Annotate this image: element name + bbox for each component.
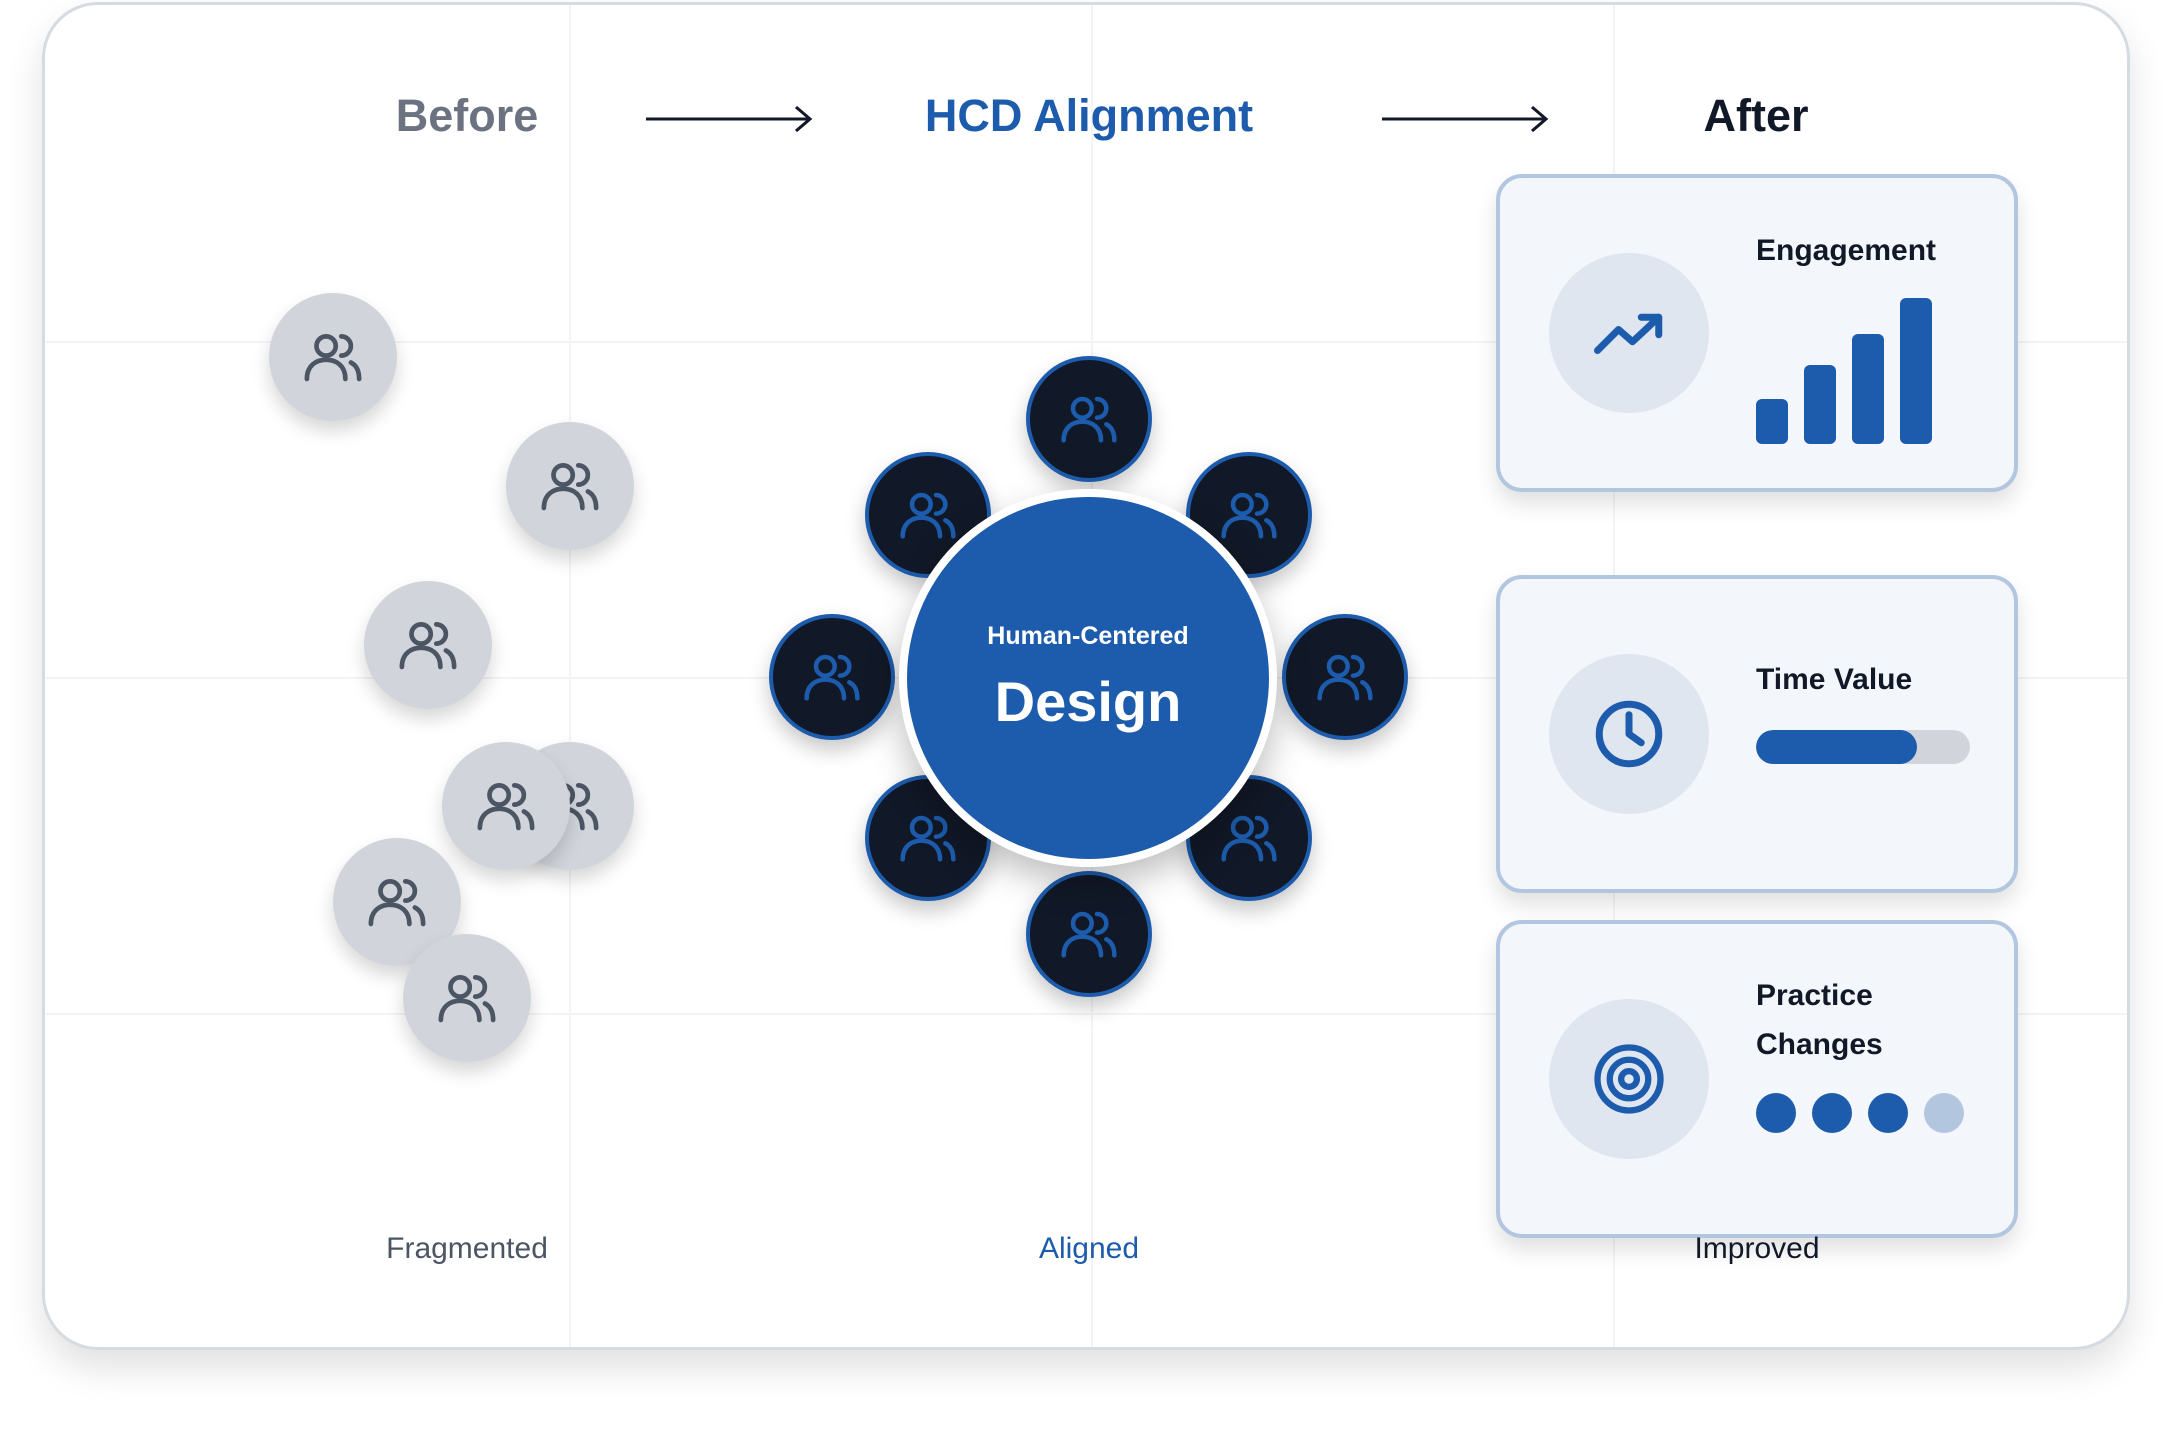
metric-label: Time Value [1756, 663, 1913, 696]
dot-filled [1756, 1093, 1796, 1133]
users-icon [1221, 492, 1277, 539]
person-circle [364, 581, 492, 709]
person-circle [403, 934, 531, 1062]
before-caption: Fragmented [386, 1232, 548, 1265]
users-icon [804, 654, 860, 701]
metric-label: Practice Changes [1756, 979, 1883, 1061]
dot-filled [1868, 1093, 1908, 1133]
person-circle [442, 742, 570, 870]
engagement-bar [1900, 298, 1932, 444]
hcd-hub: Human-Centered Design [899, 489, 1277, 867]
engagement-bar [1852, 334, 1884, 444]
trending-up-icon [1549, 253, 1709, 413]
arrow-right-icon [1382, 105, 1549, 133]
users-icon [1317, 654, 1373, 701]
grid-line [45, 1013, 2127, 1015]
users-icon [1221, 815, 1277, 862]
users-icon [368, 879, 426, 927]
arrow-right-icon [646, 105, 813, 133]
member-circle [1026, 356, 1152, 482]
users-icon [438, 975, 496, 1023]
users-icon [1061, 911, 1117, 958]
engagement-bars [1756, 298, 1936, 444]
target-icon [1549, 999, 1709, 1159]
metric-card-practice-changes: Practice Changes [1496, 920, 2018, 1238]
metric-label: Engagement [1756, 234, 1937, 267]
metric-card-engagement: Engagement [1496, 174, 2018, 492]
dot-empty [1924, 1093, 1964, 1133]
progress-fill [1756, 730, 1917, 764]
after-caption: Improved [1694, 1232, 1820, 1265]
person-circle [506, 422, 634, 550]
alignment-heading: HCD Alignment [924, 90, 1254, 141]
hub-subtitle: Human-Centered [987, 622, 1189, 650]
dot-filled [1812, 1093, 1852, 1133]
grid-line [569, 5, 571, 1347]
member-circle [769, 614, 895, 740]
grid-line [45, 341, 2127, 343]
practice-dots [1756, 1093, 1980, 1133]
hub-title: Design [994, 670, 1182, 733]
after-heading: After [1703, 90, 1809, 141]
time-value-progress [1756, 730, 1970, 764]
engagement-bar [1756, 399, 1788, 444]
users-icon [900, 492, 956, 539]
users-icon [304, 334, 362, 382]
users-icon [399, 622, 457, 670]
clock-icon [1549, 654, 1709, 814]
users-icon [900, 815, 956, 862]
member-circle [1282, 614, 1408, 740]
metric-card-time-value: Time Value [1496, 575, 2018, 893]
engagement-bar [1804, 365, 1836, 444]
member-circle [1026, 871, 1152, 997]
alignment-caption: Aligned [1038, 1232, 1140, 1265]
users-icon [1061, 396, 1117, 443]
users-icon [541, 463, 599, 511]
before-heading: Before [395, 90, 539, 141]
users-icon [477, 783, 535, 831]
person-circle [269, 293, 397, 421]
